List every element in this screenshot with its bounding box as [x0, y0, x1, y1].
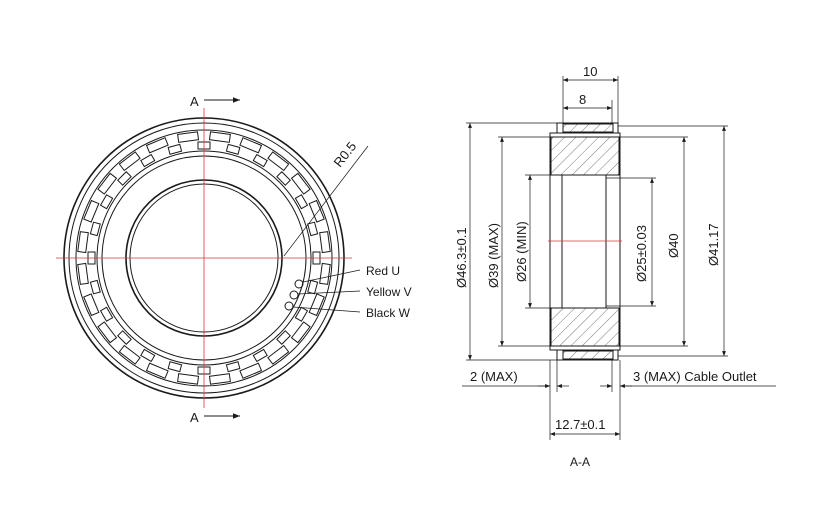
coil-slot-inner	[140, 153, 156, 168]
wire-leader-yellow	[297, 290, 361, 295]
bottom-lip-hatch	[562, 350, 614, 360]
dim-total-width: 12.7±0.1	[555, 417, 606, 432]
coil-slot-outer	[308, 199, 325, 223]
dim-width-inner: 8	[579, 92, 586, 107]
section-marker-top: A	[190, 94, 199, 109]
coil-slot-inner	[117, 171, 132, 186]
wire-hole-red	[294, 279, 304, 289]
coil-slot-outer	[77, 262, 89, 285]
section-view: 10 8 Ø46.3±0.1 Ø39 (MAX) Ø26 (MIN) Ø25±0…	[454, 64, 776, 469]
coil-slot-outer	[267, 344, 290, 365]
dim-dia-26: Ø26 (MIN)	[514, 221, 529, 282]
section-body	[549, 132, 621, 351]
coil-slot-outer	[267, 151, 290, 172]
coil-slot-inner	[252, 153, 268, 168]
coil-slot-inner	[99, 306, 114, 322]
coil-slot-inner	[167, 143, 183, 155]
coil-slot-inner	[294, 306, 309, 322]
coil-slot-outer	[208, 373, 231, 385]
coil-slot-inner	[276, 171, 291, 186]
coil-slot-inner	[307, 279, 319, 295]
radius-callout: R0.5	[331, 139, 360, 170]
coil-slot-inner	[117, 330, 132, 345]
coil-slot-outer	[319, 262, 331, 285]
coil-slot-outer	[290, 321, 311, 344]
section-marker-bottom: A	[190, 410, 199, 425]
coil-slot-outer	[97, 321, 118, 344]
dim-width-outer: 10	[583, 64, 597, 79]
dim-lead-left: 2 (MAX)	[470, 369, 518, 384]
coil-slot-inner	[225, 361, 241, 373]
dim-dia-outer: Ø46.3±0.1	[454, 227, 469, 288]
coil-slot-outer	[177, 373, 200, 385]
coil-slot-inner	[89, 279, 101, 295]
lower-hatched-block	[550, 307, 620, 347]
dim-dia-4117: Ø41.17	[706, 223, 721, 266]
wire-label-red: Red U	[366, 264, 400, 278]
coil-slot-outer	[118, 344, 141, 365]
dim-lead-right: 3 (MAX) Cable Outlet	[633, 369, 757, 384]
coil-slot-inner	[167, 361, 183, 373]
front-view: A A R0.5 Red U Yellow V Black W	[56, 94, 412, 425]
wire-label-black: Black W	[366, 306, 411, 320]
coil-slot-outer	[290, 172, 311, 195]
wire-hole-black	[284, 301, 294, 311]
coil-slot-inner	[99, 194, 114, 210]
coil-slot-outer	[239, 137, 263, 154]
coil-slot-outer	[208, 131, 231, 143]
coil-slot-outer	[177, 131, 200, 143]
wire-hole-yellow	[289, 290, 299, 300]
dim-dia-39: Ø39 (MAX)	[486, 223, 501, 288]
wire-label-yellow: Yellow V	[366, 285, 412, 299]
coil-slot-inner	[307, 221, 319, 237]
section-title: A-A	[570, 455, 590, 469]
top-lip-hatch	[562, 123, 614, 133]
coil-slot-outer	[77, 231, 89, 254]
coil-slot-inner	[252, 348, 268, 363]
coil-slot-inner	[225, 143, 241, 155]
wire-leader-black	[292, 306, 361, 313]
coil-slot-outer	[83, 199, 100, 223]
coil-slot-outer	[118, 151, 141, 172]
coil-slot-inner	[294, 194, 309, 210]
coil-slot-inner	[276, 330, 291, 345]
coil-slot-inner	[89, 221, 101, 237]
coil-slot-inner	[140, 348, 156, 363]
coil-slot-outer	[319, 231, 331, 254]
coil-slot-outer	[83, 293, 100, 317]
coil-slot-outer	[308, 293, 325, 317]
radius-leader	[283, 145, 369, 257]
coil-slot-outer	[97, 172, 118, 195]
coil-slots	[77, 131, 331, 385]
dim-dia-40: Ø40	[666, 233, 681, 258]
coil-slot-outer	[145, 362, 169, 379]
dim-dia-25: Ø25±0.03	[634, 225, 649, 282]
coil-slot-outer	[145, 137, 169, 154]
wire-leader-red	[302, 269, 361, 283]
coil-slot-outer	[239, 362, 263, 379]
upper-hatched-block	[550, 136, 620, 176]
